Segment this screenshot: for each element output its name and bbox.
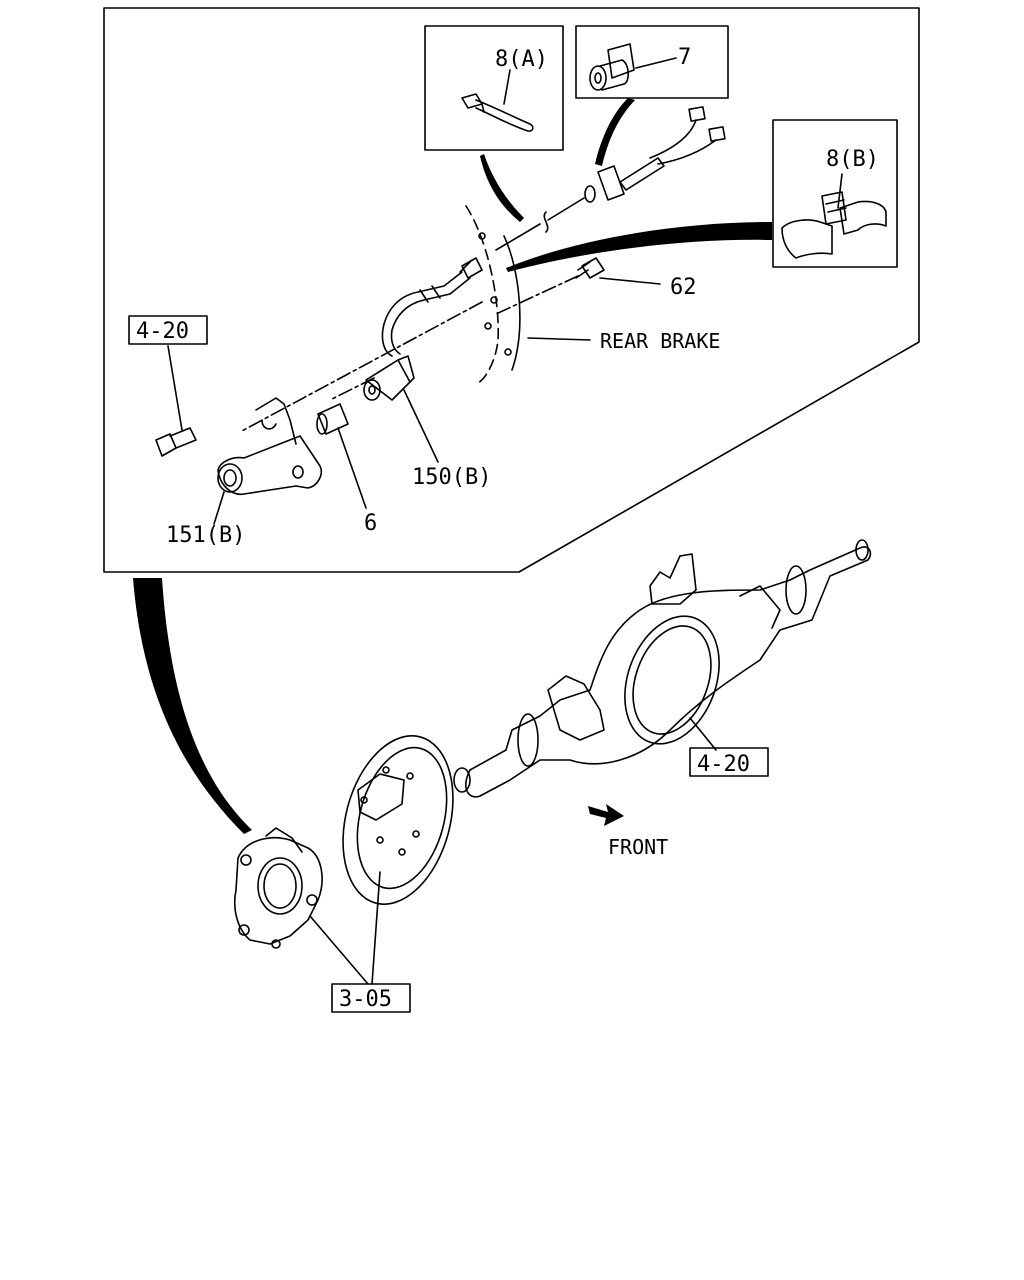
inset-box-8b <box>772 119 898 268</box>
leader-3-05-b <box>371 871 381 985</box>
front-arrow-icon <box>588 804 624 826</box>
ref-box-4-20-top <box>128 315 208 345</box>
harness-connectors <box>495 106 726 251</box>
rear-brake-plate-inner <box>503 235 521 371</box>
inset-box-8a <box>424 25 564 151</box>
label-8a: 8(A) <box>495 47 548 72</box>
bracket-bolt-part <box>155 427 197 457</box>
bolt-62-part <box>575 257 605 279</box>
leader-8b <box>837 173 843 209</box>
sensor-cable <box>381 257 483 357</box>
leader-62 <box>599 277 661 285</box>
ref-box-3-05 <box>331 983 411 1013</box>
pointer-band-8a <box>480 154 524 222</box>
axle-center-bowl <box>624 615 720 745</box>
detail-panel-frame <box>103 7 920 573</box>
leader-3-05-a <box>309 915 369 985</box>
pointer-band-8b <box>506 222 772 272</box>
grommet-part <box>589 43 635 91</box>
sensor-bracket-part <box>217 397 323 495</box>
label-4-20-axle: 4-20 <box>697 752 750 777</box>
leader-7 <box>635 57 677 69</box>
pointer-band-panel <box>133 578 252 834</box>
alignment-lines <box>239 261 579 433</box>
rear-brake-plate-outline <box>465 205 500 385</box>
axle-housing-part <box>453 539 872 798</box>
leader-6 <box>337 427 367 509</box>
tie-strap-part <box>461 93 534 132</box>
leader-4-20-axle <box>689 717 717 751</box>
rear-brake-plate-holes <box>478 232 512 356</box>
label-62: 62 <box>670 275 697 300</box>
label-rear-brake: REAR BRAKE <box>600 329 720 353</box>
label-3-05: 3-05 <box>339 987 392 1012</box>
bushing-part <box>316 403 349 435</box>
brake-spider-part <box>234 827 323 949</box>
label-7: 7 <box>678 45 691 70</box>
label-6: 6 <box>364 511 377 536</box>
clip-part <box>781 191 887 259</box>
leader-4-20-top <box>167 345 183 431</box>
pointer-band-7 <box>595 98 635 166</box>
inset-box-7 <box>575 25 729 99</box>
leader-150b <box>403 389 439 463</box>
leader-151b <box>213 491 225 525</box>
ref-box-4-20-axle <box>689 747 769 777</box>
label-front: FRONT <box>608 835 668 859</box>
leader-8a <box>503 69 511 105</box>
label-4-20-top: 4-20 <box>136 319 189 344</box>
sensor-body-part <box>363 355 415 401</box>
label-150b: 150(B) <box>412 465 491 490</box>
label-151b: 151(B) <box>166 523 245 548</box>
brake-backing-plate-part <box>342 735 454 905</box>
label-8b: 8(B) <box>826 147 879 172</box>
leader-rear-brake <box>527 337 591 341</box>
